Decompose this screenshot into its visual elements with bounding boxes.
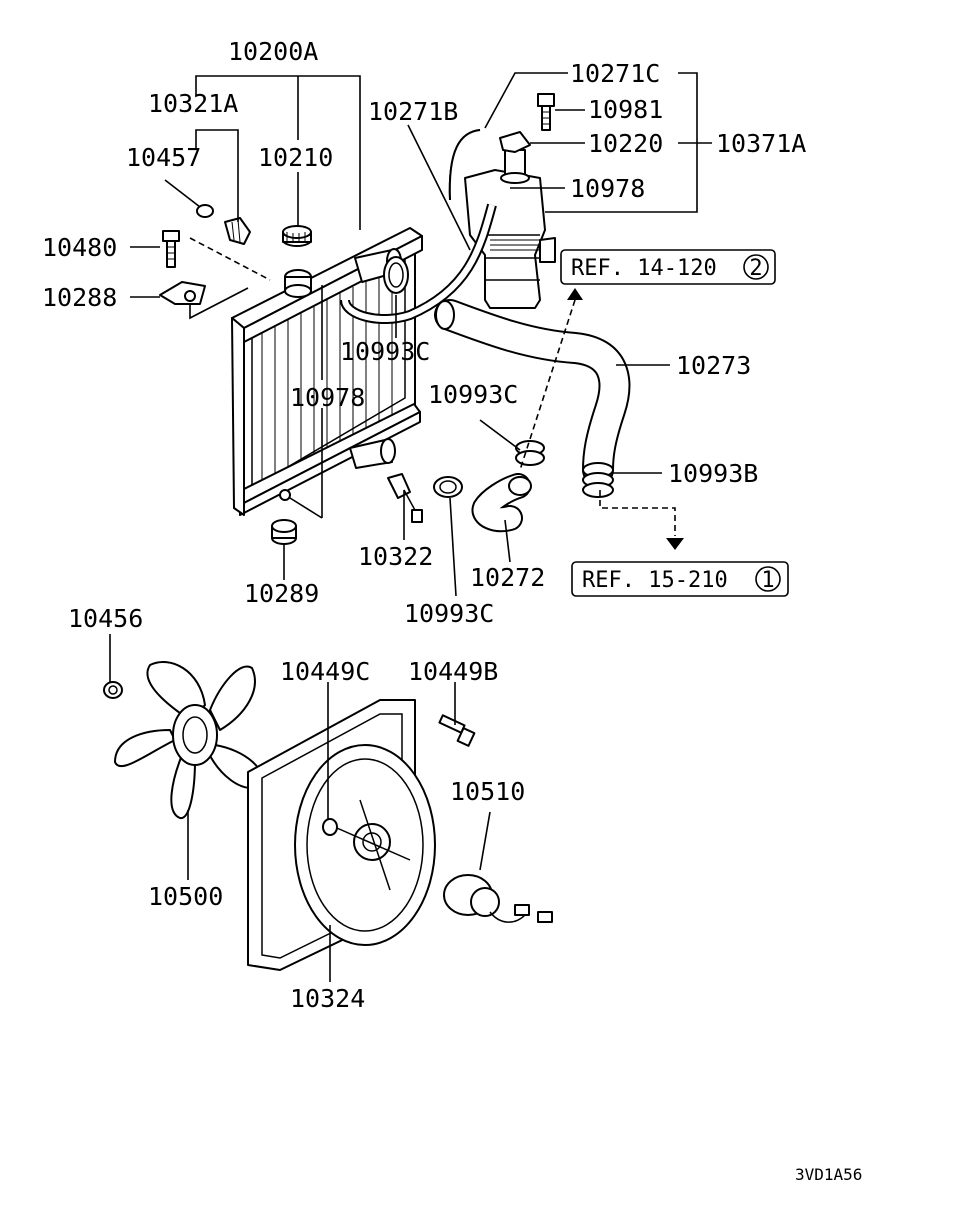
part-label[interactable]: 10480 bbox=[42, 233, 117, 262]
hose-clamp-mid bbox=[515, 440, 545, 466]
radiator bbox=[231, 227, 423, 516]
part-label[interactable]: 10510 bbox=[450, 777, 525, 806]
ref-box-14-120[interactable]: REF. 14-120 2 bbox=[560, 249, 776, 285]
part-label[interactable]: 10321A bbox=[148, 89, 238, 118]
nut-10456 bbox=[103, 681, 123, 699]
part-label[interactable]: 10220 bbox=[588, 129, 663, 158]
part-label[interactable]: 10273 bbox=[676, 351, 751, 380]
part-label[interactable]: 10457 bbox=[126, 143, 201, 172]
bolt-10981 bbox=[537, 93, 555, 131]
ref-box-15-210[interactable]: REF. 15-210 1 bbox=[571, 561, 789, 597]
part-label[interactable]: 10449C bbox=[280, 657, 370, 686]
radiator-cap bbox=[282, 225, 312, 247]
hose-clamp-10993B bbox=[582, 462, 614, 498]
bracket-10288 bbox=[159, 281, 206, 305]
reservoir-tank bbox=[464, 131, 556, 309]
diagram-code: 3VD1A56 bbox=[795, 1165, 862, 1184]
grommet-10289 bbox=[271, 519, 297, 545]
fan-motor bbox=[443, 874, 553, 923]
ref-circle-number: 2 bbox=[749, 256, 762, 281]
part-label[interactable]: 10272 bbox=[470, 563, 545, 592]
hose-clamp-upper bbox=[383, 256, 409, 294]
part-label[interactable]: 10271B bbox=[368, 97, 458, 126]
part-label[interactable]: 10371A bbox=[716, 129, 806, 158]
ref-text: REF. 14-120 bbox=[571, 256, 717, 281]
bolt-10480 bbox=[162, 230, 180, 268]
bolt-10449B bbox=[438, 714, 476, 747]
part-label[interactable]: 10993C bbox=[404, 599, 494, 628]
fan-shroud bbox=[247, 699, 436, 971]
leader-lines bbox=[109, 72, 712, 982]
part-label[interactable]: 10456 bbox=[68, 604, 143, 633]
part-label[interactable]: 10288 bbox=[42, 283, 117, 312]
ref-circle-number: 1 bbox=[761, 568, 774, 593]
part-label[interactable]: 10289 bbox=[244, 579, 319, 608]
part-label[interactable]: 10978 bbox=[290, 383, 365, 412]
part-label[interactable]: 10200A bbox=[228, 37, 318, 66]
part-label[interactable]: 10993B bbox=[668, 459, 758, 488]
o-ring bbox=[196, 204, 214, 218]
ref-text: REF. 15-210 bbox=[582, 568, 728, 593]
part-label[interactable]: 10271C bbox=[570, 59, 660, 88]
part-label[interactable]: 10449B bbox=[408, 657, 498, 686]
upper-hose bbox=[434, 299, 631, 486]
part-label[interactable]: 10324 bbox=[290, 984, 365, 1013]
part-label[interactable]: 10978 bbox=[570, 174, 645, 203]
part-label[interactable]: 10993C bbox=[428, 380, 518, 409]
part-label[interactable]: 10993C bbox=[340, 337, 430, 366]
part-label[interactable]: 10981 bbox=[588, 95, 663, 124]
cooling-fan bbox=[114, 660, 264, 819]
part-label[interactable]: 10322 bbox=[358, 542, 433, 571]
part-label[interactable]: 10500 bbox=[148, 882, 223, 911]
part-labels: 10200A 10321A 10457 10210 10480 10288 10… bbox=[42, 37, 806, 1013]
thermo-switch bbox=[387, 473, 423, 523]
hose-clamp-lower bbox=[433, 476, 463, 498]
part-label[interactable]: 10210 bbox=[258, 143, 333, 172]
lower-hose bbox=[471, 473, 532, 533]
